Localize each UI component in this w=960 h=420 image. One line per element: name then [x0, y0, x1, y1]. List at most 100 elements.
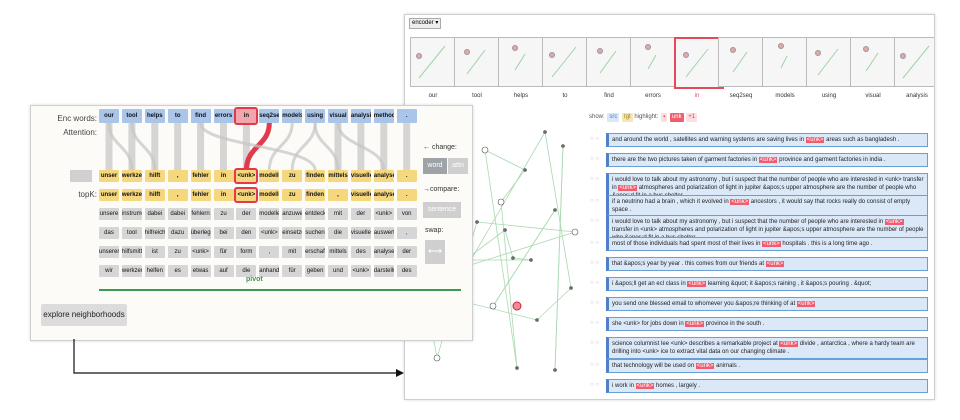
- row-toggle-icon[interactable]: ○ ○: [590, 320, 599, 326]
- row-toggle-icon[interactable]: ○ ○: [590, 198, 599, 204]
- topk-word[interactable]: mit: [328, 208, 348, 220]
- topk-word[interactable]: analyse: [373, 246, 394, 258]
- enc-word[interactable]: our: [99, 109, 119, 123]
- chip-src[interactable]: src: [607, 113, 620, 122]
- chip-plus1[interactable]: +1: [686, 113, 698, 122]
- topk-word[interactable]: etwas: [190, 265, 211, 277]
- row-toggle-icon[interactable]: ○ ○: [590, 218, 599, 224]
- dec-word[interactable]: modellen: [259, 170, 280, 182]
- topk-word[interactable]: hilft: [144, 189, 165, 201]
- dec-word[interactable]: ,: [167, 170, 188, 182]
- topk-word[interactable]: hilfsmittel: [121, 246, 142, 258]
- topk-word[interactable]: <unk>: [350, 265, 371, 277]
- topk-word[interactable]: werkzeuge: [121, 265, 142, 277]
- topk-word[interactable]: mit: [282, 246, 303, 258]
- enc-word[interactable]: visual: [328, 109, 348, 123]
- topk-word[interactable]: die: [236, 265, 257, 277]
- chip-tgt[interactable]: tgt: [622, 113, 633, 122]
- topk-word[interactable]: werkzeug: [121, 189, 142, 201]
- topk-word[interactable]: für: [213, 246, 234, 258]
- topk-word[interactable]: <unk>: [190, 246, 211, 258]
- sentence-row[interactable]: ○ ○you send one blessed email to whomeve…: [590, 297, 928, 311]
- enc-word[interactable]: .: [396, 109, 417, 123]
- topk-word[interactable]: hilfreich: [144, 227, 165, 239]
- topk-word[interactable]: instrument: [121, 208, 142, 220]
- topk-word[interactable]: des: [350, 246, 371, 258]
- thumbnail-11[interactable]: [894, 37, 934, 87]
- sentence-row[interactable]: ○ ○i work in <unk> homes , largely .: [590, 379, 928, 393]
- topk-word[interactable]: einsetzen: [282, 227, 303, 239]
- dec-word[interactable]: <unk>: [234, 168, 259, 184]
- topk-word[interactable]: ist: [144, 246, 165, 258]
- thumbnail-1[interactable]: [454, 37, 502, 87]
- enc-word[interactable]: to: [167, 109, 188, 123]
- enc-word[interactable]: seq2seq: [259, 109, 280, 123]
- topk-word[interactable]: visueller: [350, 189, 371, 201]
- topk-word[interactable]: analysen: [373, 189, 394, 201]
- dec-word[interactable]: analysen: [373, 170, 394, 182]
- thumbnail-9[interactable]: [806, 37, 854, 87]
- dec-word[interactable]: mittels: [328, 170, 348, 182]
- topk-word[interactable]: suchen: [305, 227, 326, 239]
- enc-word[interactable]: find: [190, 109, 211, 123]
- topk-word[interactable]: auswertung: [373, 227, 394, 239]
- topk-word[interactable]: in: [213, 189, 234, 201]
- topk-word[interactable]: ,: [259, 246, 280, 258]
- enc-word[interactable]: in: [234, 107, 259, 125]
- thumbnail-10[interactable]: [850, 37, 898, 87]
- topk-word[interactable]: auf: [213, 265, 234, 277]
- topk-word[interactable]: fehlern: [190, 208, 211, 220]
- topk-word[interactable]: zu: [213, 208, 234, 220]
- topk-word[interactable]: modelle: [259, 208, 280, 220]
- topk-word[interactable]: entdecken: [305, 208, 326, 220]
- row-toggle-icon[interactable]: ○ ○: [590, 362, 599, 368]
- sentence-row[interactable]: ○ ○most of those individuals had spent m…: [590, 237, 928, 251]
- enc-word[interactable]: models: [282, 109, 303, 123]
- topk-word[interactable]: darstellungen: [373, 265, 394, 277]
- enc-word[interactable]: analysis: [350, 109, 371, 123]
- dec-word[interactable]: unser: [99, 170, 119, 182]
- topk-word[interactable]: wir: [99, 265, 119, 277]
- topk-word[interactable]: unseren: [99, 246, 119, 258]
- topk-word[interactable]: zu: [167, 246, 188, 258]
- topk-word[interactable]: überlegen: [190, 227, 211, 239]
- topk-word[interactable]: <unk>: [234, 187, 259, 203]
- dec-word[interactable]: visueller: [350, 170, 371, 182]
- topk-word[interactable]: das: [99, 227, 119, 239]
- topk-word[interactable]: modellen: [259, 189, 280, 201]
- topk-word[interactable]: des: [396, 265, 417, 277]
- thumbnail-2[interactable]: [498, 37, 546, 87]
- topk-word[interactable]: dabei: [167, 208, 188, 220]
- row-toggle-icon[interactable]: ○ ○: [590, 340, 599, 346]
- enc-word[interactable]: methods: [373, 109, 394, 123]
- topk-word[interactable]: ,: [328, 189, 348, 201]
- explore-neighborhoods-button[interactable]: explore neighborhoods: [41, 304, 127, 326]
- topk-word[interactable]: dazu: [167, 227, 188, 239]
- topk-word[interactable]: erschaffen: [305, 246, 326, 258]
- sentence-button[interactable]: sentence: [423, 202, 461, 218]
- topk-word[interactable]: der: [350, 208, 371, 220]
- topk-word[interactable]: finden: [305, 189, 326, 201]
- topk-word[interactable]: die: [328, 227, 348, 239]
- sentence-row[interactable]: ○ ○and around the world , satellites and…: [590, 133, 928, 147]
- topk-word[interactable]: .: [396, 189, 417, 201]
- sentence-row[interactable]: ○ ○that &apos;s year by year . this come…: [590, 257, 928, 271]
- topk-word[interactable]: den: [236, 227, 257, 239]
- topk-word[interactable]: dabei: [144, 208, 165, 220]
- row-toggle-icon[interactable]: ○ ○: [590, 240, 599, 246]
- topk-word[interactable]: visuellen: [350, 227, 371, 239]
- topk-word[interactable]: bei: [213, 227, 234, 239]
- sentence-row[interactable]: ○ ○science columnist lee <unk> describes…: [590, 337, 928, 359]
- topk-word[interactable]: anhand: [259, 265, 280, 277]
- topk-word[interactable]: der: [396, 246, 417, 258]
- row-toggle-icon[interactable]: ○ ○: [590, 136, 599, 142]
- attn-button[interactable]: attn: [448, 158, 468, 174]
- thumbnail-4[interactable]: [586, 37, 634, 87]
- topk-word[interactable]: und: [328, 265, 348, 277]
- dec-word[interactable]: hilft: [144, 170, 165, 182]
- row-toggle-icon[interactable]: ○ ○: [590, 156, 599, 162]
- sentence-row[interactable]: ○ ○that technology will be used on <unk>…: [590, 359, 928, 373]
- row-toggle-icon[interactable]: ○ ○: [590, 280, 599, 286]
- chip-unk[interactable]: unk: [669, 113, 684, 122]
- row-toggle-icon[interactable]: ○ ○: [590, 300, 599, 306]
